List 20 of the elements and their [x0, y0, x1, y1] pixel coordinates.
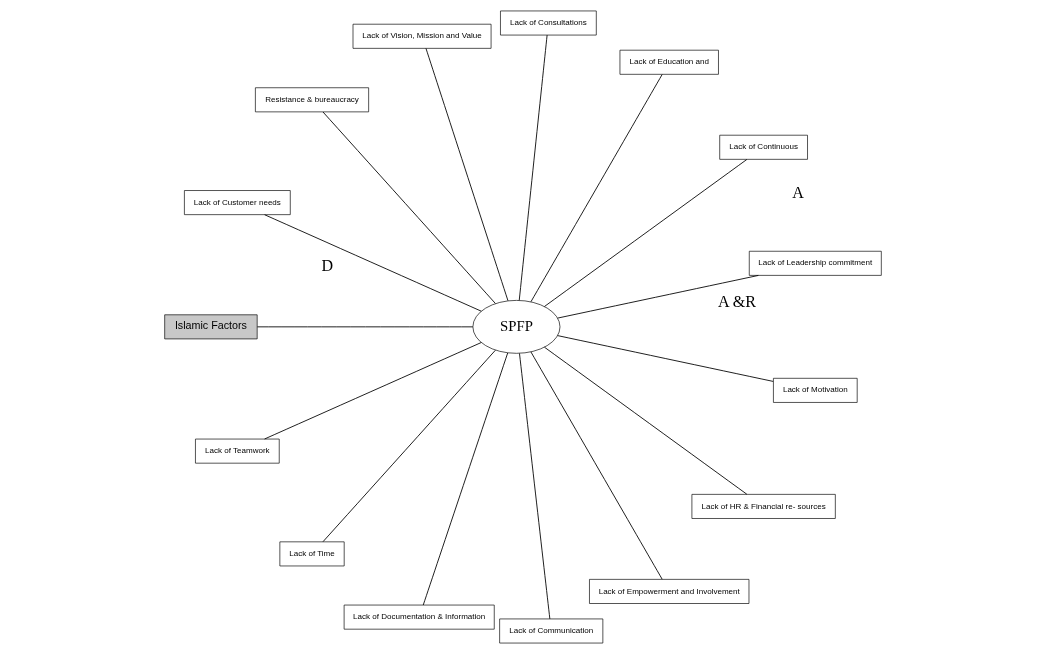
- connector: [264, 342, 482, 440]
- connector: [256, 326, 474, 328]
- connector: [422, 352, 509, 606]
- node-ellipse: SPFP: [472, 300, 561, 354]
- connector: [544, 346, 748, 495]
- node-box: Islamic Factors: [164, 314, 258, 340]
- connector: [557, 335, 774, 382]
- connector: [518, 34, 548, 301]
- connector: [557, 275, 759, 319]
- connector: [264, 214, 482, 312]
- label: A &R: [717, 292, 756, 310]
- connector: [322, 111, 496, 304]
- connector: [322, 349, 496, 543]
- label: A: [792, 184, 804, 202]
- connector: [425, 47, 509, 302]
- connector: [544, 159, 748, 307]
- connector: [530, 351, 663, 580]
- connector: [530, 74, 663, 303]
- label: D: [321, 256, 334, 274]
- connector: [519, 353, 551, 620]
